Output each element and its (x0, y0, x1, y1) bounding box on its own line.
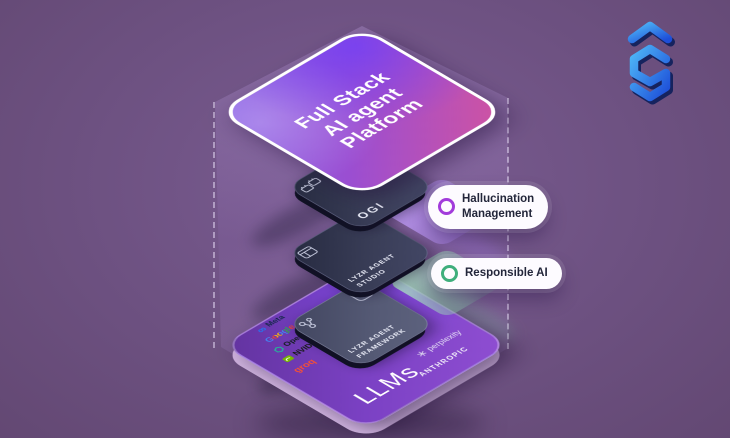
callout-responsible-text: Responsible AI (465, 266, 548, 281)
building-blocks-icon (300, 178, 322, 193)
openai-knot-icon (273, 346, 284, 353)
guide-line-left (213, 102, 215, 348)
brand-s-logo (627, 21, 675, 105)
callout-line: Responsible AI (465, 267, 548, 280)
perplexity-star-icon (417, 351, 427, 357)
callout-responsible-ai: Responsible AI (431, 258, 562, 289)
purple-ring-icon (438, 198, 455, 216)
browser-window-icon (297, 246, 318, 259)
llm-logo-openai: OpenAI (271, 329, 314, 354)
callout-line: Hallucination (462, 193, 535, 205)
llm-logo-perplexity: perplexity (414, 329, 464, 358)
callout-hallucination-management: Hallucination Management (428, 185, 549, 229)
framework-label: LYZR AGENT FRAMEWORK (345, 322, 408, 359)
callout-line: Management (462, 207, 533, 220)
platform-title: Full Stack AI agent Platform (222, 30, 502, 195)
platform-top-face: Full Stack AI agent Platform (216, 26, 508, 198)
llm-logo-nvidia: NVIDIA (280, 338, 323, 363)
llms-top-face: ∞ Meta Google OpenAI NVIDIA groq perplex… (221, 260, 511, 430)
network-nodes-icon (298, 317, 316, 328)
layer-platform: Full Stack AI agent Platform (216, 9, 508, 215)
studio-label: LYZR AGENT STUDIO (345, 253, 406, 289)
meta-infinity-icon: ∞ (252, 324, 270, 335)
green-ring-icon (441, 265, 458, 282)
ogi-top-face: OGI (286, 142, 436, 232)
layer-ogi: OGI (286, 134, 436, 238)
layer-llms: ∞ Meta Google OpenAI NVIDIA groq perplex… (221, 243, 511, 438)
nvidia-eye-icon (282, 355, 294, 363)
callout-hallucination-text: Hallucination Management (462, 192, 534, 222)
